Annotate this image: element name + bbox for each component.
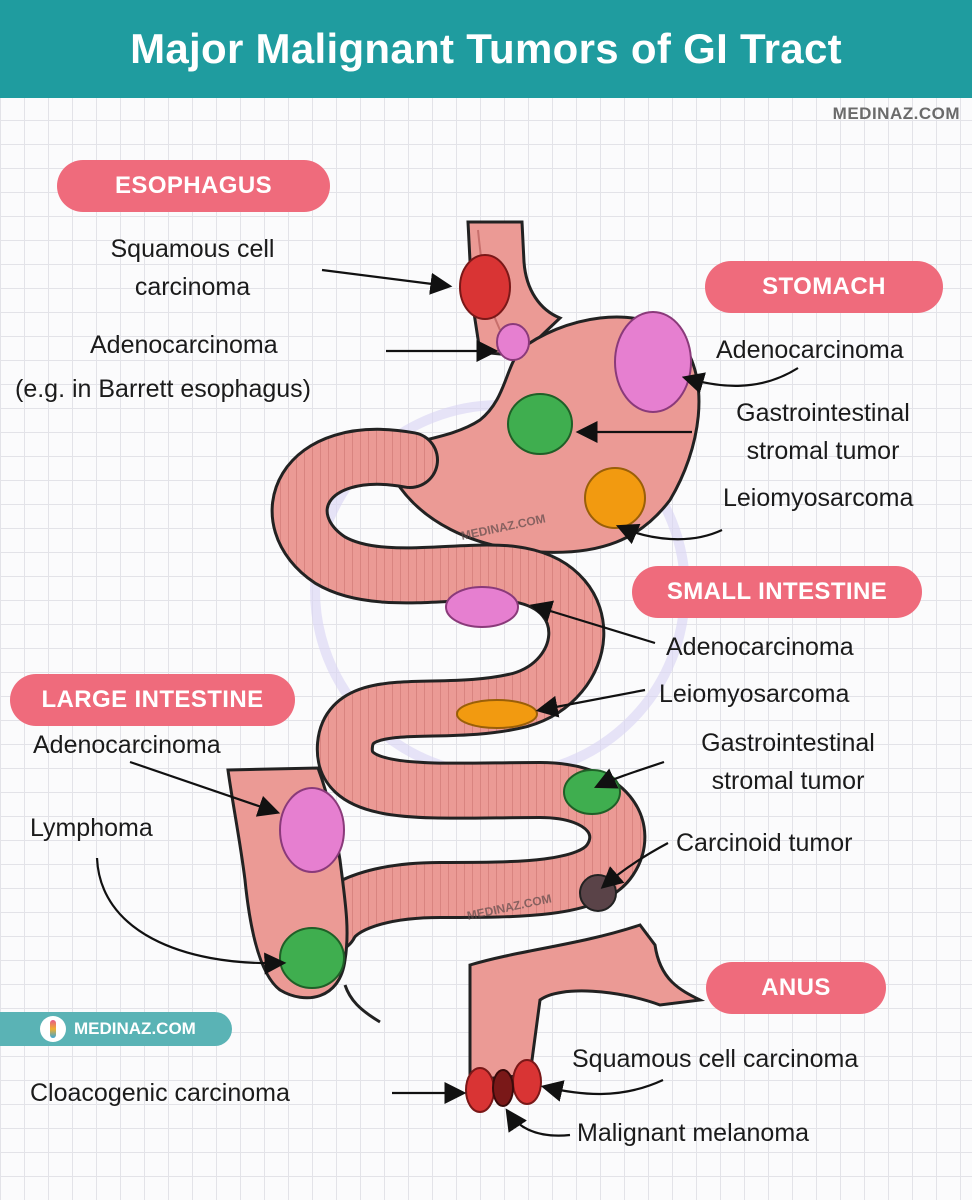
esophagus-adeno-label: Adenocarcinoma [90,331,278,359]
small-intestine-adeno-tumor [445,586,519,628]
anus-cloacogenic-tumor [465,1067,495,1113]
small-intestine-gist-tumor [563,769,621,815]
large-intestine-adeno-tumor [279,787,345,873]
li-adeno-label: Adenocarcinoma [33,731,221,759]
stomach-leio-label: Leiomyosarcoma [723,484,914,512]
esophagus-scc-tumor [459,254,511,320]
anus-scc-label: Squamous cell carcinoma [572,1045,859,1073]
pill-esophagus: ESOPHAGUS [57,160,330,212]
title-banner: Major Malignant Tumors of GI Tract [0,0,972,98]
si-leio-label: Leiomyosarcoma [659,680,850,708]
lymphoma-label: Lymphoma [30,814,153,842]
page-title: Major Malignant Tumors of GI Tract [130,25,842,72]
leader-lymphoma [95,857,287,975]
esophagus-adeno-note: (e.g. in Barrett esophagus) [15,375,311,403]
esophagus-scc-line2: carcinoma [134,273,251,301]
stomach-adeno-tumor [614,311,692,413]
cloacogenic-label: Cloacogenic carcinoma [30,1079,290,1107]
leader-melanoma [505,1108,571,1137]
leader-carcinoid [600,842,669,889]
si-gist-label: Gastrointestinal stromal tumor [672,724,904,800]
stomach-gist-line2: stromal tumor [746,437,900,465]
si-gist-line1: Gastrointestinal [701,729,875,757]
leader-si-leio [535,688,646,718]
leader-anus-scc [540,1079,664,1102]
stomach-gist-tumor [507,393,573,455]
carcinoid-label: Carcinoid tumor [676,829,853,857]
stomach-leio-tumor [584,467,646,529]
esophagus-scc-label: Squamous cell carcinoma [60,230,325,306]
pill-anus: ANUS [706,962,886,1014]
si-adeno-label: Adenocarcinoma [666,633,854,661]
leader-stomach-leio [615,523,723,545]
badge-text: MEDINAZ.COM [74,1019,196,1038]
stomach-gist-label: Gastrointestinal stromal tumor [707,394,939,470]
leader-esoph-scc [321,268,453,295]
leader-si-gist [594,760,665,789]
anus-scc-tumor [512,1059,542,1105]
si-gist-line2: stromal tumor [711,767,865,795]
anus-melanoma-tumor [492,1069,514,1107]
leader-si-adeno [529,600,656,645]
esophagus-scc-line1: Squamous cell [110,235,275,263]
source-badge: MEDINAZ.COM [0,1012,232,1046]
pill-small-intestine: SMALL INTESTINE [632,566,922,618]
source-credit: MEDINAZ.COM [832,104,960,123]
small-intestine-leio-tumor [456,699,538,729]
lymphoma-tumor [279,927,345,989]
esophagus-adeno-tumor [496,323,530,361]
pill-large-intestine: LARGE INTESTINE [10,674,295,726]
leader-stomach-adeno [681,367,799,394]
medinaz-logo-icon [40,1016,66,1042]
pill-stomach: STOMACH [705,261,943,313]
leader-li-adeno [129,760,281,817]
rectum-shape [468,923,706,1082]
stomach-adeno-label: Adenocarcinoma [716,336,904,364]
melanoma-label: Malignant melanoma [577,1119,810,1147]
stomach-gist-line1: Gastrointestinal [736,399,910,427]
